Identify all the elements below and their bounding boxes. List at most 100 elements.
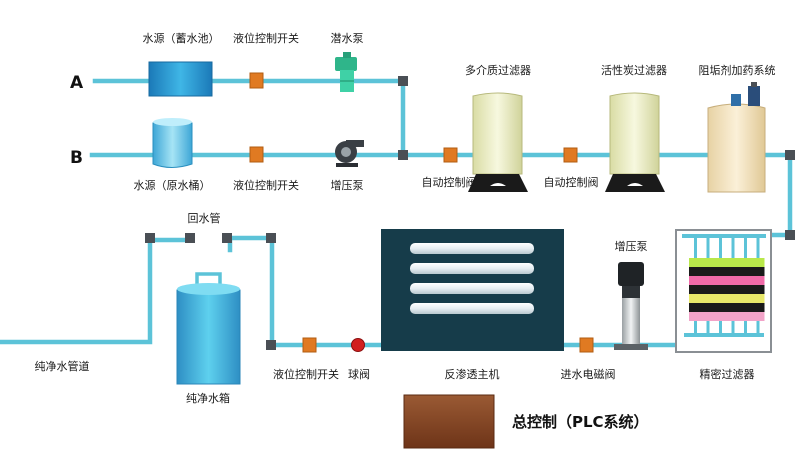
cartridge-inlet [744, 238, 747, 258]
source-reservoir-label: 水源（蓄水池） [143, 31, 220, 45]
ro-membranes [410, 243, 534, 314]
cartridge-band [739, 276, 752, 285]
antiscalant-system-label: 阻垢剂加药系统 [699, 63, 776, 77]
cartridge-band [714, 258, 727, 267]
cartridge-band [739, 294, 752, 303]
ro-membrane-tube [410, 283, 534, 294]
cartridge-band [739, 258, 752, 267]
elbow-right-top [785, 150, 795, 160]
plc-control-label: 总控制（PLC系统） [512, 413, 649, 431]
elbow-return-right [185, 233, 195, 243]
level-switch-out-valve [302, 337, 317, 353]
level-switch-b-label: 液位控制开关 [233, 178, 299, 192]
auto-valve-1 [443, 147, 458, 163]
elbow-in-right [266, 233, 276, 243]
booster-pump-b-label: 增压泵 [331, 178, 364, 192]
cartridge-band [689, 312, 702, 321]
ro-membrane-tube [410, 243, 534, 254]
cartridge-outlet [706, 321, 710, 334]
level-switch-a-label: 液位控制开关 [233, 31, 299, 45]
submersible-pump-label: 潜水泵 [331, 31, 364, 45]
cartridge-band [726, 285, 740, 294]
cartridge-outlet [694, 321, 697, 334]
plc-control-box [403, 394, 495, 449]
cartridge-band [714, 285, 727, 294]
cartridge-band [714, 267, 727, 276]
cartridge-band [739, 312, 752, 321]
submersible-pump-icon [335, 52, 357, 92]
cartridge-band [714, 294, 727, 303]
elbow-right-bottom [785, 230, 795, 240]
antiscalant-dosing-tank [707, 82, 766, 193]
elbow-a [398, 76, 408, 86]
pure-water-tank-label: 纯净水箱 [186, 391, 230, 405]
inlet-solenoid-label: 进水电磁阀 [561, 367, 616, 381]
labels: A B 水源（蓄水池） 液位控制开关 潜水泵 水源（原水桶） 液位控制开关 增压… [35, 31, 776, 431]
cartridge-band [751, 258, 765, 267]
cartridge-inlet [731, 238, 735, 258]
cartridge-band [726, 312, 740, 321]
line-a-label: A [70, 73, 84, 93]
cartridge-band [739, 303, 752, 312]
pure-water-pipe-label: 纯净水管道 [35, 359, 90, 373]
precision-filter-cartridges [689, 238, 765, 334]
cartridge-inlet [706, 238, 710, 258]
cartridge-band [701, 303, 715, 312]
cartridge-inlet [756, 238, 760, 258]
cartridge-inlet [694, 238, 697, 258]
ball-valve-label: 球阀 [348, 367, 370, 381]
multimedia-filter-vessel [468, 92, 528, 192]
carbon-filter-vessel [605, 92, 665, 192]
line-b-label: B [70, 148, 83, 168]
cartridge-band [751, 294, 765, 303]
cartridge-band [701, 312, 715, 321]
return-pipe-label: 回水管 [188, 211, 221, 225]
elbow-return-left [145, 233, 155, 243]
cartridge-band [701, 258, 715, 267]
ro-unit-box [381, 229, 564, 351]
cartridge-band [714, 303, 727, 312]
source-bucket-label: 水源（原水桶） [134, 178, 211, 192]
cartridge-band [726, 294, 740, 303]
cartridge-band [726, 258, 740, 267]
cartridge-band [689, 285, 702, 294]
pipe-to-precision-filter [767, 152, 793, 238]
pipe-ro-out [227, 235, 398, 348]
booster-pump-ro-label: 增压泵 [615, 239, 648, 253]
cartridge-band [689, 303, 702, 312]
ball-valve-icon [351, 338, 365, 352]
cartridge-band [689, 276, 702, 285]
cartridge-outlet [719, 321, 722, 334]
cartridge-band [701, 294, 715, 303]
level-switch-a-valve [249, 72, 264, 89]
precision-filter-assembly [675, 229, 772, 353]
cartridge-band [714, 312, 727, 321]
cartridge-band [751, 285, 765, 294]
level-switch-out-label: 液位控制开关 [273, 367, 339, 381]
cartridge-band [689, 294, 702, 303]
pipe-elbows [145, 76, 795, 350]
cartridge-inlet [719, 238, 722, 258]
booster-pump-b-icon [335, 140, 364, 167]
reservoir-tank [148, 61, 213, 97]
cartridge-band [701, 285, 715, 294]
cartridge-band [751, 276, 765, 285]
pipe-return [0, 237, 193, 345]
cartridge-band [739, 285, 752, 294]
auto-valve-1-label: 自动控制阀 [422, 175, 477, 189]
ro-membrane-tube [410, 263, 534, 274]
level-switch-b-valve [249, 146, 264, 163]
cartridge-band [701, 267, 715, 276]
pipe-tank-riser [195, 272, 222, 287]
cartridge-outlet [731, 321, 735, 334]
elbow-ab [398, 150, 408, 160]
auto-valve-2-label: 自动控制阀 [544, 175, 599, 189]
pure-water-tank-vessel [176, 283, 241, 385]
booster-pump-ro-icon [614, 262, 648, 350]
cartridge-outlet [744, 321, 747, 334]
precision-filter-label: 精密过滤器 [700, 367, 755, 381]
cartridge-band [714, 276, 727, 285]
cartridge-band [689, 258, 702, 267]
elbow-ro-out [266, 340, 276, 350]
